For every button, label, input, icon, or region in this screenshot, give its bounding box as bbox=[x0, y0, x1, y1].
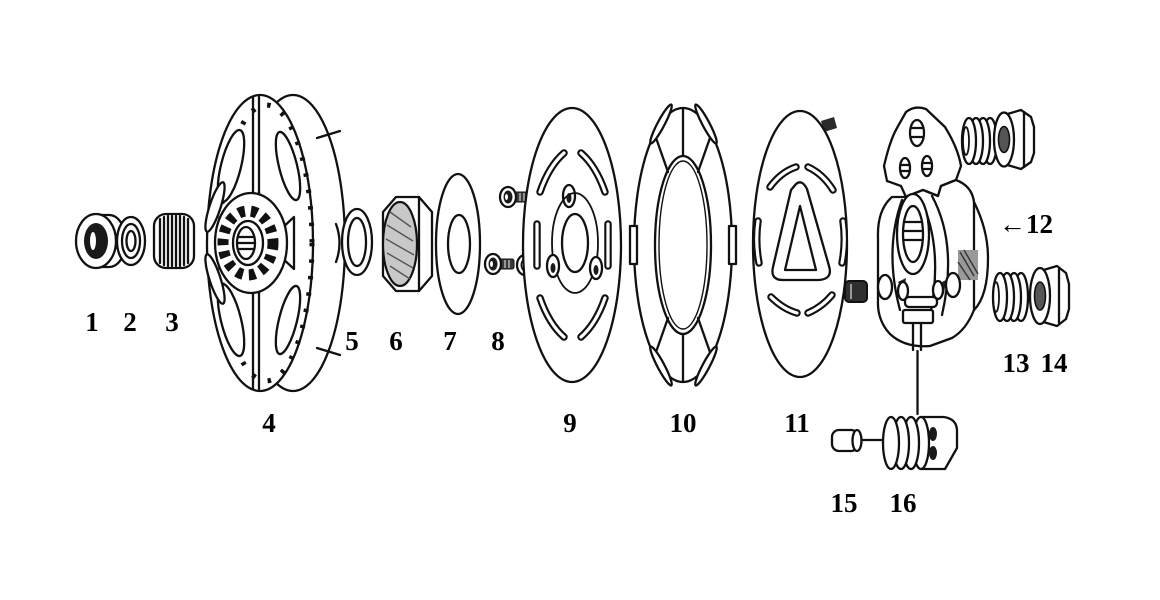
part-label-4: 4 bbox=[262, 408, 276, 438]
part-label-14: 14 bbox=[1041, 348, 1068, 378]
part-14-nut-top bbox=[992, 108, 1036, 171]
screw-mid-left bbox=[483, 252, 515, 276]
part-3-needle-bearing bbox=[152, 212, 196, 270]
part-10-friction-plate bbox=[628, 103, 738, 387]
part-13-spring-bottom bbox=[991, 271, 1030, 323]
part-9-backing-plate bbox=[521, 106, 623, 384]
part-label-11: 11 bbox=[784, 408, 810, 438]
part-label-9: 9 bbox=[563, 408, 577, 438]
part-label-15: 15 bbox=[831, 488, 858, 518]
part-label-12-with-arrow: ←12 bbox=[999, 209, 1053, 239]
part-13-spring-top bbox=[960, 116, 999, 166]
part-label-16: 16 bbox=[890, 488, 917, 518]
part-16-spring-slider bbox=[881, 349, 959, 471]
part-label-1: 1 bbox=[85, 307, 99, 337]
part-15-pin bbox=[830, 428, 884, 453]
part-label-3: 3 bbox=[165, 307, 179, 337]
part-label-8: 8 bbox=[491, 326, 505, 356]
part-label-6: 6 bbox=[389, 326, 403, 356]
part-7-flat-washer bbox=[434, 172, 482, 316]
part-label-5: 5 bbox=[345, 326, 359, 356]
part-6-hex-nut bbox=[381, 195, 434, 293]
part-11-pressure-plate bbox=[751, 109, 868, 379]
part-14-nut-bottom bbox=[1028, 264, 1071, 328]
part-12-clutch-assembly bbox=[876, 106, 990, 352]
part-5-oring bbox=[340, 207, 374, 277]
part-label-2: 2 bbox=[123, 307, 137, 337]
part-4-drive-pulley bbox=[204, 93, 347, 393]
part-label-13: 13 bbox=[1003, 348, 1030, 378]
part-label-7: 7 bbox=[443, 326, 457, 356]
part-2-washer bbox=[115, 215, 147, 267]
part-label-10: 10 bbox=[670, 408, 697, 438]
